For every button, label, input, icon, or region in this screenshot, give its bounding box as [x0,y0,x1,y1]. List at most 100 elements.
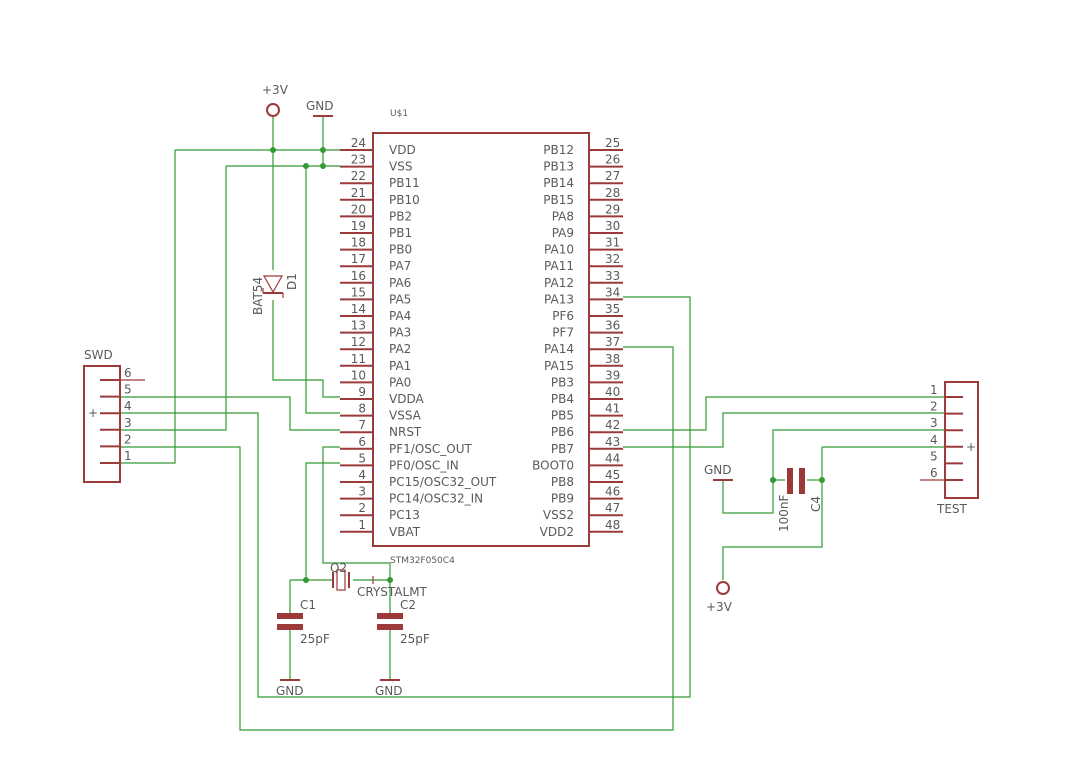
mcu-pin-name: PA4 [389,309,411,323]
swd-pin-number: 4 [124,399,132,413]
mcu-pin-name: PB8 [551,475,574,489]
gnd-label-c1: GND [276,684,304,698]
test-pin-number: 3 [930,416,938,430]
capacitor-c2[interactable]: C2 25pF [377,598,430,646]
mcu-pin-number: 40 [605,385,620,399]
mcu-pin-name: PB11 [389,176,420,190]
net-wires [120,116,945,731]
vcc-symbol-bottom: +3V [706,581,733,614]
mcu-pin-name: PB14 [543,176,574,190]
mcu-pin-number: 5 [358,451,366,465]
mcu-pin-number: 3 [358,485,366,499]
mcu-pin-number: 15 [351,285,366,299]
junction-dots [270,147,825,583]
c4-ref: C4 [809,496,823,512]
mcu-pin-number: 13 [351,319,366,333]
crystal-ref: Q2 [330,561,347,575]
swd-pin-number: 2 [124,432,132,446]
mcu-pin-number: 22 [351,169,366,183]
vcc-symbol-top: +3V [262,83,289,117]
c2-ref: C2 [400,598,416,612]
mcu-pin-name: PA14 [544,342,574,356]
diode-d1[interactable]: D1 BAT54 [251,273,299,315]
gnd-symbol-c1: GND [276,679,304,698]
mcu-pin-number: 17 [351,252,366,266]
mcu-pin-name: VSS2 [543,508,574,522]
mcu-pin-number: 43 [605,435,620,449]
mcu-right-pins: 25PB1226PB1327PB1428PB1529PA830PA931PA10… [532,136,623,539]
mcu-pin-name: VDD2 [540,525,574,539]
mcu-pin-number: 11 [351,352,366,366]
mcu-pin-name: VSS [389,160,412,174]
mcu-pin-number: 24 [351,136,366,150]
mcu-pin-name: PC14/OSC32_IN [389,492,483,506]
mcu-pin-name: PB9 [551,492,574,506]
mcu-pin-number: 2 [358,501,366,515]
gnd-symbol-c4: GND [704,463,733,481]
capacitor-c4[interactable]: 100nF C4 [777,468,823,532]
mcu-pin-number: 41 [605,402,620,416]
gnd-symbol-c2: GND [375,679,403,698]
c2-value: 25pF [400,632,430,646]
mcu-pin-number: 16 [351,269,366,283]
c4-value: 100nF [777,494,791,532]
mcu-pin-number: 33 [605,269,620,283]
gnd-label-top: GND [306,99,334,113]
mcu-pin-number: 19 [351,219,366,233]
mcu-pin-number: 46 [605,485,620,499]
mcu-pin-number: 26 [605,153,620,167]
mcu-pin-number: 14 [351,302,366,316]
mcu-pin-name: VSSA [389,409,422,423]
mcu-pin-number: 27 [605,169,620,183]
mcu-pin-number: 4 [358,468,366,482]
mcu-pin-name: PB7 [551,442,574,456]
mcu-pin-name: PB12 [543,143,574,157]
mcu-pin-name: PB6 [551,425,574,439]
mcu-pin-name: PB15 [543,193,574,207]
test-pin-number: 1 [930,383,938,397]
swd-pin-number: 1 [124,449,132,463]
mcu-pin-number: 48 [605,518,620,532]
mcu-pin-number: 29 [605,202,620,216]
vcc-label-bottom: +3V [706,600,733,614]
crystal-q2[interactable]: Q2 CRYSTALMT [330,561,428,599]
mcu-pin-number: 30 [605,219,620,233]
mcu-pin-name: PB4 [551,392,574,406]
swd-label: SWD [84,348,113,362]
mcu-pin-number: 12 [351,335,366,349]
mcu-pin-name: PA8 [552,209,574,223]
mcu-pin-number: 20 [351,202,366,216]
mcu-pin-number: 36 [605,319,620,333]
mcu-pin-number: 10 [351,368,366,382]
test-pin-number: 5 [930,449,938,463]
swd-pin-number: 3 [124,416,132,430]
vcc-label-top: +3V [262,83,289,97]
mcu-pin-name: PF7 [552,326,574,340]
c1-value: 25pF [300,632,330,646]
mcu-pin-name: PF0/OSC_IN [389,458,459,472]
gnd-symbol-top: GND [306,99,334,117]
mcu-pin-name: PA7 [389,259,411,273]
mcu-pin-name: NRST [389,425,422,439]
mcu-pin-name: PA2 [389,342,411,356]
mcu-pin-name: VBAT [389,525,421,539]
swd-pin-number: 6 [124,366,132,380]
mcu-pin-name: VDD [389,143,416,157]
mcu-pin-number: 45 [605,468,620,482]
mcu-pin-number: 44 [605,451,620,465]
crystal-part: CRYSTALMT [357,585,428,599]
mcu-pin-name: PC13 [389,508,420,522]
mcu-pin-name: BOOT0 [532,458,574,472]
mcu-pin-name: PB3 [551,375,574,389]
mcu-pin-name: PF1/OSC_OUT [389,442,472,456]
mcu-pin-number: 18 [351,236,366,250]
c1-ref: C1 [300,598,316,612]
mcu-pin-number: 42 [605,418,620,432]
capacitor-c1[interactable]: C1 25pF [277,598,330,646]
diode-part: BAT54 [251,277,265,315]
